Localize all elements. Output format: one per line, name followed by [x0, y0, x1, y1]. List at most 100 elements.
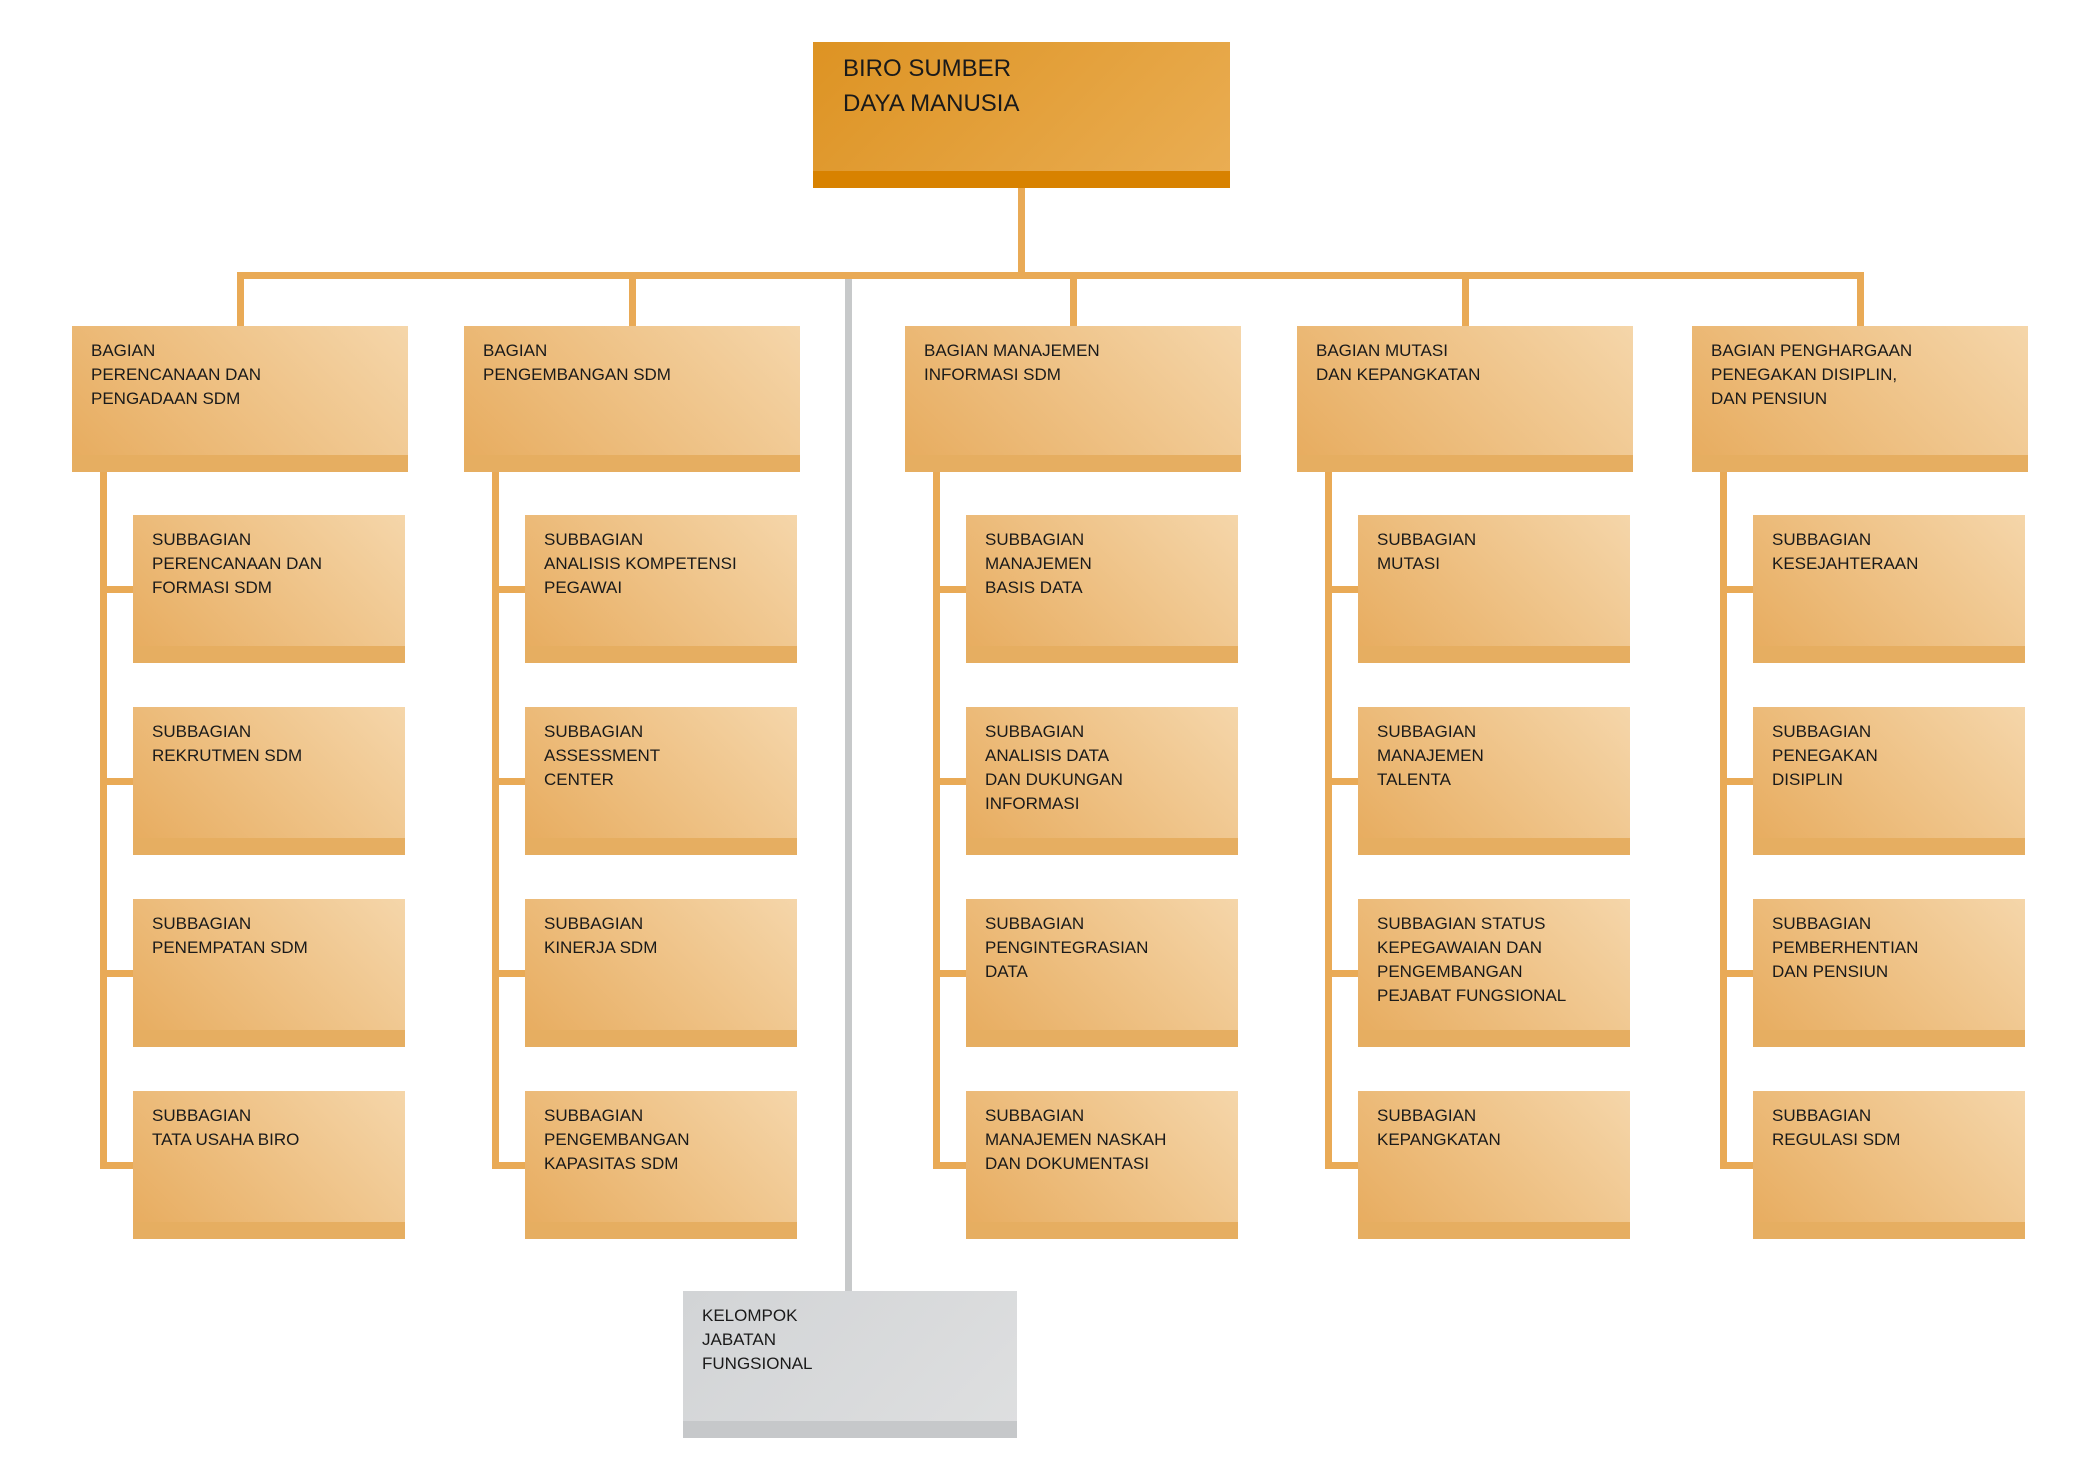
sub-accent-strip: [1753, 1222, 2025, 1239]
connector-stub: [1720, 1162, 1753, 1169]
functional-group-accent-strip: [683, 1421, 1017, 1438]
sub-box-label: SUBBAGIAN TATA USAHA BIRO: [152, 1106, 300, 1149]
root-box: BIRO SUMBER DAYA MANUSIA: [813, 42, 1230, 188]
connector-functional-group: [845, 276, 852, 1291]
sub-accent-strip: [1753, 838, 2025, 855]
connector-stub: [492, 778, 525, 785]
connector-trunk: [933, 468, 940, 1169]
sub-box: SUBBAGIAN REGULASI SDM: [1753, 1091, 2025, 1239]
functional-group-box: KELOMPOK JABATAN FUNGSIONAL: [683, 1291, 1017, 1438]
root-box-label: BIRO SUMBER DAYA MANUSIA: [843, 55, 1020, 117]
sub-box: SUBBAGIAN PENGINTEGRASIAN DATA: [966, 899, 1238, 1047]
sub-box: SUBBAGIAN PENEGAKAN DISIPLIN: [1753, 707, 2025, 855]
sub-box-label: SUBBAGIAN MANAJEMEN NASKAH DAN DOKUMENTA…: [985, 1106, 1167, 1173]
sub-box-label: SUBBAGIAN PENEGAKAN DISIPLIN: [1772, 722, 1878, 789]
connector-stub: [1720, 586, 1753, 593]
connector-stub: [933, 970, 966, 977]
sub-box-label: SUBBAGIAN ANALISIS KOMPETENSI PEGAWAI: [544, 530, 737, 597]
connector-stub: [1325, 1162, 1358, 1169]
connector-stub: [933, 1162, 966, 1169]
sub-box-label: SUBBAGIAN PEMBERHENTIAN DAN PENSIUN: [1772, 914, 1919, 981]
connector-main-hline: [237, 272, 1864, 279]
sub-box: SUBBAGIAN MANAJEMEN BASIS DATA: [966, 515, 1238, 663]
sub-accent-strip: [525, 1030, 797, 1047]
branch-box-penghargaan: BAGIAN PENGHARGAAN PENEGAKAN DISIPLIN, D…: [1692, 326, 2028, 472]
connector-stub: [492, 970, 525, 977]
sub-box: SUBBAGIAN KESEJAHTERAAN: [1753, 515, 2025, 663]
sub-box: SUBBAGIAN TATA USAHA BIRO: [133, 1091, 405, 1239]
connector-trunk: [492, 468, 499, 1169]
sub-box-label: SUBBAGIAN PENGEMBANGAN KAPASITAS SDM: [544, 1106, 690, 1173]
sub-accent-strip: [1358, 646, 1630, 663]
connector-stub: [933, 778, 966, 785]
sub-box-label: SUBBAGIAN ASSESSMENT CENTER: [544, 722, 661, 789]
branch-accent-strip: [1692, 455, 2028, 472]
sub-box-label: SUBBAGIAN PENEMPATAN SDM: [152, 914, 308, 957]
functional-group-label: KELOMPOK JABATAN FUNGSIONAL: [702, 1306, 813, 1373]
sub-box-label: SUBBAGIAN KEPANGKATAN: [1377, 1106, 1501, 1149]
connector-trunk: [1720, 468, 1727, 1169]
sub-box: SUBBAGIAN PENGEMBANGAN KAPASITAS SDM: [525, 1091, 797, 1239]
branch-box-manajemen-informasi: BAGIAN MANAJEMEN INFORMASI SDM: [905, 326, 1241, 472]
sub-accent-strip: [966, 646, 1238, 663]
connector-stub: [1325, 778, 1358, 785]
sub-accent-strip: [133, 838, 405, 855]
sub-box: SUBBAGIAN ASSESSMENT CENTER: [525, 707, 797, 855]
branch-box-label: BAGIAN PERENCANAAN DAN PENGADAAN SDM: [91, 341, 262, 408]
branch-box-perencanaan: BAGIAN PERENCANAAN DAN PENGADAAN SDM: [72, 326, 408, 472]
connector-stub: [1325, 970, 1358, 977]
sub-box-label: SUBBAGIAN ANALISIS DATA DAN DUKUNGAN INF…: [985, 722, 1123, 813]
sub-accent-strip: [1753, 646, 2025, 663]
sub-accent-strip: [133, 1030, 405, 1047]
connector-trunk: [1325, 468, 1332, 1169]
sub-box: SUBBAGIAN MANAJEMEN NASKAH DAN DOKUMENTA…: [966, 1091, 1238, 1239]
connector-stub: [100, 586, 133, 593]
connector-stub: [1325, 586, 1358, 593]
sub-accent-strip: [525, 646, 797, 663]
sub-accent-strip: [525, 1222, 797, 1239]
connector-stub: [1720, 970, 1753, 977]
sub-box: SUBBAGIAN PEMBERHENTIAN DAN PENSIUN: [1753, 899, 2025, 1047]
sub-accent-strip: [133, 646, 405, 663]
branch-accent-strip: [72, 455, 408, 472]
sub-box-label: SUBBAGIAN MUTASI: [1377, 530, 1477, 573]
sub-box: SUBBAGIAN ANALISIS KOMPETENSI PEGAWAI: [525, 515, 797, 663]
connector-stub: [933, 586, 966, 593]
branch-box-label: BAGIAN PENGHARGAAN PENEGAKAN DISIPLIN, D…: [1711, 341, 1913, 408]
sub-accent-strip: [1358, 1030, 1630, 1047]
sub-box: SUBBAGIAN STATUS KEPEGAWAIAN DAN PENGEMB…: [1358, 899, 1630, 1047]
sub-accent-strip: [525, 838, 797, 855]
sub-box-label: SUBBAGIAN MANAJEMEN BASIS DATA: [985, 530, 1092, 597]
root-box-accent-strip: [813, 171, 1230, 188]
connector-stub: [100, 970, 133, 977]
sub-box-label: SUBBAGIAN REGULASI SDM: [1772, 1106, 1901, 1149]
sub-box-label: SUBBAGIAN PENGINTEGRASIAN DATA: [985, 914, 1149, 981]
sub-accent-strip: [1358, 838, 1630, 855]
connector-root-drop: [1018, 186, 1025, 276]
sub-box: SUBBAGIAN REKRUTMEN SDM: [133, 707, 405, 855]
sub-accent-strip: [966, 838, 1238, 855]
sub-box: SUBBAGIAN KEPANGKATAN: [1358, 1091, 1630, 1239]
sub-box-label: SUBBAGIAN KESEJAHTERAAN: [1772, 530, 1919, 573]
sub-box-label: SUBBAGIAN REKRUTMEN SDM: [152, 722, 303, 765]
sub-box: SUBBAGIAN MANAJEMEN TALENTA: [1358, 707, 1630, 855]
branch-box-label: BAGIAN MUTASI DAN KEPANGKATAN: [1316, 341, 1481, 384]
sub-box-label: SUBBAGIAN STATUS KEPEGAWAIAN DAN PENGEMB…: [1377, 914, 1567, 1005]
sub-accent-strip: [1753, 1030, 2025, 1047]
connector-stub: [492, 586, 525, 593]
sub-accent-strip: [1358, 1222, 1630, 1239]
sub-accent-strip: [133, 1222, 405, 1239]
connector-branch-drop: [237, 279, 244, 326]
branch-accent-strip: [1297, 455, 1633, 472]
branch-box-pengembangan: BAGIAN PENGEMBANGAN SDM: [464, 326, 800, 472]
connector-stub: [492, 1162, 525, 1169]
connector-branch-drop: [1857, 279, 1864, 326]
connector-stub: [100, 778, 133, 785]
branch-accent-strip: [464, 455, 800, 472]
connector-stub: [100, 1162, 133, 1169]
sub-box: SUBBAGIAN PERENCANAAN DAN FORMASI SDM: [133, 515, 405, 663]
branch-box-label: BAGIAN PENGEMBANGAN SDM: [483, 341, 671, 384]
branch-accent-strip: [905, 455, 1241, 472]
connector-branch-drop: [629, 279, 636, 326]
